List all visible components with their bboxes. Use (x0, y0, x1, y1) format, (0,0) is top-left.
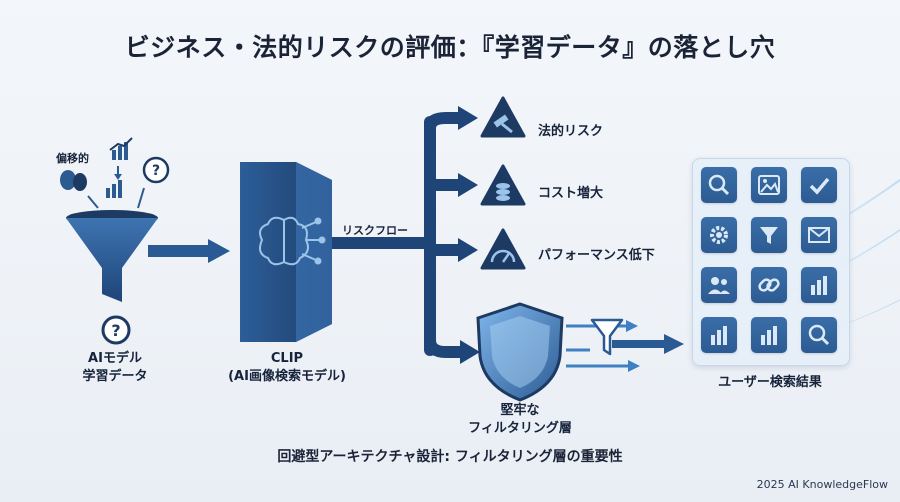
chart-icon (751, 317, 787, 353)
results-label: ユーザー検索結果 (718, 375, 822, 390)
users-icon (701, 267, 737, 303)
filter-funnel-icon (590, 318, 624, 356)
search-icon (701, 167, 737, 203)
source-label: AIモデル 学習データ (82, 351, 148, 384)
link-icon (751, 267, 787, 303)
masks-icon (60, 170, 87, 191)
question-bubble-icon: ? (142, 156, 170, 184)
gauge-icon (480, 228, 526, 270)
gavel-icon (480, 96, 526, 138)
check-icon (801, 167, 837, 203)
bars-icon (106, 166, 122, 198)
trend-chart-icon (109, 137, 133, 160)
chart-icon (801, 267, 837, 303)
shield-icon (476, 302, 564, 402)
bias-label: 偏移的 (56, 152, 89, 165)
chart-icon (701, 317, 737, 353)
gear-icon (701, 217, 737, 253)
search-results-grid (697, 163, 843, 359)
image-icon (751, 167, 787, 203)
brain-icon (259, 216, 326, 266)
risk-label-cost: コスト増大 (538, 186, 604, 201)
risk-label-legal: 法的リスク (538, 124, 604, 139)
question-icon: ? (101, 315, 131, 345)
risk-label-performance: パフォーマンス低下 (538, 248, 655, 263)
risk-flow-label: リスクフロー (342, 224, 408, 237)
page-title: ビジネス・法的リスクの評価：『学習データ』の落とし穴 (124, 33, 776, 62)
svg-text:?: ? (152, 163, 160, 179)
mail-icon (801, 217, 837, 253)
coins-icon (480, 164, 526, 206)
bottom-caption: 回避型アーキテクチャ設計: フィルタリング層の重要性 (277, 449, 623, 465)
funnel-icon (66, 210, 158, 302)
svg-text:?: ? (111, 321, 120, 340)
data-icons-cluster: ? (60, 137, 170, 209)
search-icon (801, 317, 837, 353)
clip-model-block (240, 162, 332, 342)
filter-layer-label: 堅牢な フィルタリング層 (468, 403, 572, 436)
filter-icon (751, 217, 787, 253)
clip-label: CLIP (AI画像検索モデル) (228, 351, 346, 384)
copyright: 2025 AI KnowledgeFlow (756, 478, 888, 491)
